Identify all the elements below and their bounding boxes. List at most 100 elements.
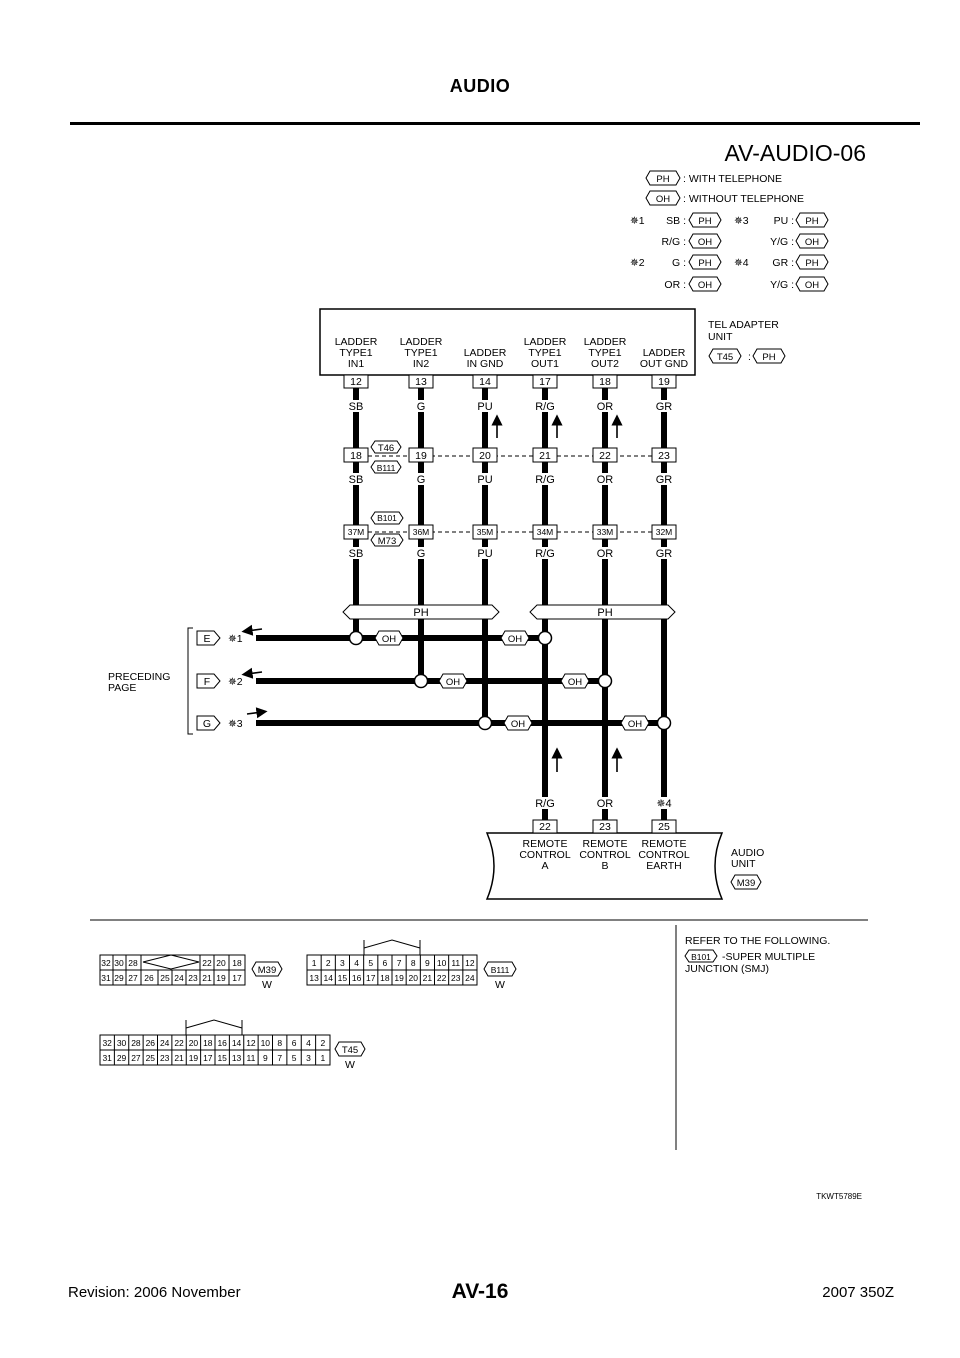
signal-arrows-upper [491, 414, 623, 438]
t45-label: T45 [342, 1045, 358, 1056]
header-rule [70, 122, 920, 125]
svg-text:20: 20 [479, 450, 491, 462]
svg-text:SB: SB [349, 401, 364, 413]
b111-pin: 12 [465, 958, 475, 968]
preceding-label-1: PRECEDING [108, 671, 170, 683]
svg-text:TYPE1: TYPE1 [339, 347, 372, 359]
svg-text:G: G [417, 474, 426, 486]
svg-text:LADDER: LADDER [524, 336, 567, 348]
svg-text:22: 22 [599, 450, 611, 462]
t45-pin: 23 [160, 1053, 170, 1063]
t45-pin: 7 [277, 1053, 282, 1063]
svg-text:OH: OH [805, 280, 819, 291]
svg-text:PU: PU [477, 474, 492, 486]
tel-unit-pin-labels: LADDER TYPE1 IN1 LADDER TYPE1 IN2 LADDER… [335, 336, 689, 370]
t45-pin: 18 [203, 1038, 213, 1048]
preceding-page-refs: PRECEDING PAGE E ✵1 F ✵2 G ✵3 [108, 624, 268, 735]
svg-text:OH: OH [446, 677, 460, 688]
svg-text:OUT1: OUT1 [531, 358, 559, 370]
svg-text:R/G: R/G [535, 548, 555, 560]
legend-or: OR : [664, 279, 686, 291]
svg-text:GR: GR [656, 401, 673, 413]
legend: PH : WITH TELEPHONE OH : WITHOUT TELEPHO… [630, 170, 829, 292]
t45-pin: 27 [131, 1053, 141, 1063]
svg-text:18: 18 [599, 376, 611, 388]
svg-text:26: 26 [144, 973, 154, 983]
b111-pin: 8 [411, 958, 416, 968]
t45-pin: 2 [320, 1038, 325, 1048]
svg-text:CONTROL: CONTROL [579, 849, 630, 861]
svg-text:B: B [601, 860, 608, 872]
svg-text:22: 22 [539, 821, 551, 833]
tel-unit-conn: T45 [717, 352, 733, 363]
t45-pin: 26 [146, 1038, 156, 1048]
b111-pin: 2 [326, 958, 331, 968]
tel-unit-name-1: TEL ADAPTER [708, 319, 779, 331]
refer-line-2: -SUPER MULTIPLE [722, 951, 815, 963]
audio-unit-name-2: UNIT [731, 858, 756, 870]
svg-text:19: 19 [216, 973, 226, 983]
splices [348, 630, 672, 731]
svg-text:LADDER: LADDER [400, 336, 443, 348]
refer-line-3: JUNCTION (SMJ) [685, 963, 769, 975]
svg-text:34M: 34M [537, 527, 554, 537]
svg-text:OUT2: OUT2 [591, 358, 619, 370]
svg-text:20: 20 [216, 958, 226, 968]
connector-row-b101: B101 M73 37M 36M 35M 34M 33M 32M SB G PU… [342, 511, 678, 560]
b111-pin: 13 [309, 973, 319, 983]
svg-text:PH: PH [698, 258, 711, 269]
legend-pu: PU : [774, 215, 794, 227]
svg-text:17: 17 [232, 973, 242, 983]
legend-oh-tag: OH [656, 194, 670, 205]
svg-text:36M: 36M [413, 527, 430, 537]
svg-text:32: 32 [101, 958, 111, 968]
svg-text:LADDER: LADDER [335, 336, 378, 348]
t45-pin: 29 [117, 1053, 127, 1063]
svg-text:IN2: IN2 [413, 358, 430, 370]
b111-pin: 16 [352, 973, 362, 983]
t45-pin: 13 [232, 1053, 242, 1063]
svg-text:R/G: R/G [535, 401, 555, 413]
svg-text:✵1: ✵1 [228, 633, 243, 645]
svg-text:13: 13 [415, 376, 427, 388]
svg-text:30: 30 [114, 958, 124, 968]
tel-adapter-unit: TEL ADAPTER UNIT T45 : PH [319, 308, 786, 376]
svg-text:EARTH: EARTH [646, 860, 681, 872]
t45-pin: 6 [292, 1038, 297, 1048]
t45-pin: 1 [320, 1053, 325, 1063]
legend-rg: R/G : [661, 236, 686, 248]
svg-text:19: 19 [658, 376, 670, 388]
svg-text:CONTROL: CONTROL [638, 849, 689, 861]
ref-f: F [204, 676, 210, 688]
svg-text:REMOTE: REMOTE [583, 838, 628, 850]
footer-page-number: AV-16 [451, 1280, 509, 1303]
m39-label: M39 [258, 965, 276, 976]
b111-pin: 19 [394, 973, 404, 983]
svg-text:REMOTE: REMOTE [523, 838, 568, 850]
svg-text:OH: OH [698, 237, 712, 248]
m73-conn: M73 [378, 536, 396, 547]
svg-text:21: 21 [539, 450, 551, 462]
t45-pin: 19 [189, 1053, 199, 1063]
svg-text:OH: OH [698, 280, 712, 291]
svg-text:21: 21 [202, 973, 212, 983]
connector-b111-label: B111 W [483, 961, 517, 991]
svg-text:OR: OR [597, 474, 614, 486]
svg-text:19: 19 [415, 450, 427, 462]
t45-pin: 32 [102, 1038, 112, 1048]
svg-text:OH: OH [568, 677, 582, 688]
svg-text:PH: PH [805, 258, 818, 269]
svg-text:25: 25 [658, 821, 670, 833]
connector-row-t46: T46 B111 18 19 20 21 22 23 SB G PU R/G O… [342, 440, 678, 486]
legend-ph-tag: PH [656, 174, 669, 185]
svg-text:REMOTE: REMOTE [642, 838, 687, 850]
m39-color: W [262, 979, 272, 991]
b111-pin: 18 [380, 973, 390, 983]
legend-star3: ✵3 [734, 215, 749, 227]
t46-conn: T46 [378, 443, 394, 454]
audio-unit-name-1: AUDIO [731, 847, 764, 859]
b111-pin: 21 [423, 973, 433, 983]
svg-text:OH: OH [805, 237, 819, 248]
